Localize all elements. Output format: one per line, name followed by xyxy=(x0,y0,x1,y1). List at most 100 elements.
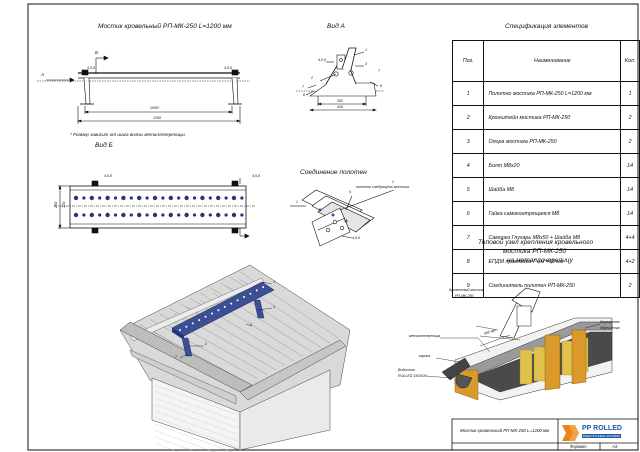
hole-mark xyxy=(249,292,252,295)
insulation-block xyxy=(533,346,547,382)
brick-line xyxy=(154,410,239,442)
hole-mark xyxy=(255,289,258,292)
hole-mark xyxy=(240,213,244,217)
label-sheathing-1: деревянная xyxy=(600,320,620,324)
view-b-drawing xyxy=(54,178,256,239)
spec-header-qty: Кол. xyxy=(620,40,640,82)
hole-mark xyxy=(230,302,233,305)
hole-mark xyxy=(113,196,118,200)
marker-va-456: 4,5,6 xyxy=(318,58,326,62)
hole-mark xyxy=(192,213,197,217)
hole-mark xyxy=(137,212,142,218)
spec-cell-name: ЕПДМ прокладка 7 мм +15 мм xyxy=(483,249,622,274)
spec-cell-qty: 14 xyxy=(620,153,640,178)
marker-b: Б xyxy=(95,50,98,55)
logo-mark-icon xyxy=(562,425,579,441)
spec-cell-pos: 9 xyxy=(451,273,485,298)
marker-roof-2-right: 2 xyxy=(250,323,252,327)
hole-mark xyxy=(137,195,142,201)
tile-line xyxy=(149,319,259,380)
label-gutter-2: ROLLED 150/100 xyxy=(398,374,427,378)
title-block-format-label: Формат xyxy=(570,444,587,449)
marker-roof-2-left: 2 xyxy=(205,342,207,346)
label-metal-tile: металлочерепица xyxy=(409,334,441,338)
marker-joint-9: 9 xyxy=(349,190,351,194)
spec-cell-qty: 14 xyxy=(620,177,640,202)
spec-cell-qty: 4+2 xyxy=(620,249,640,274)
hole-mark xyxy=(216,195,221,201)
spec-cell-pos: 7 xyxy=(451,225,485,250)
hole-mark xyxy=(224,196,228,200)
roof-illustration xyxy=(119,264,351,452)
hole-mark xyxy=(236,299,239,302)
hole-mark xyxy=(145,213,149,217)
insulation-block xyxy=(519,349,533,385)
hole-mark xyxy=(73,212,79,218)
hole-mark xyxy=(217,309,220,312)
hole-mark xyxy=(82,196,86,200)
brick-line xyxy=(154,443,179,452)
spec-cell-name: Шайба М8 xyxy=(483,177,622,202)
dim-1000: 1000* xyxy=(150,106,160,110)
hole-mark xyxy=(82,213,86,217)
spec-header-pos: Поз. xyxy=(451,40,485,82)
title-block-format-value: А3 xyxy=(612,444,618,449)
hole-mark xyxy=(89,195,95,201)
hole-mark xyxy=(177,213,181,217)
hole-mark xyxy=(168,212,173,218)
marker-main-456-left: 4,5,6 xyxy=(87,66,95,70)
brick-line xyxy=(154,436,197,452)
spec-cell-qty: 2 xyxy=(620,105,640,130)
logo-subtext: ВОДОСТОЧНЫЕ СИСТЕМЫ xyxy=(582,433,621,438)
logo-text: PP ROLLED xyxy=(582,425,622,432)
spec-cell-name: Саморез Глухарь М8х50 + Шайба М8 xyxy=(483,225,622,250)
marker-va-3: 3 xyxy=(365,62,367,66)
spec-cell-qty: 4+4 xyxy=(620,225,640,250)
hole-mark xyxy=(145,196,149,200)
tile-line xyxy=(189,298,295,362)
hole-mark xyxy=(98,213,102,217)
marker-va-7-right: 7 xyxy=(378,69,380,73)
spec-cell-pos: 1 xyxy=(451,81,485,106)
label-gutter-1: Водосток xyxy=(398,368,415,372)
spec-cell-qty: 2 xyxy=(620,273,640,298)
tile-line xyxy=(199,292,304,357)
marker-va-2: 2 xyxy=(311,76,313,80)
note-size: * Размер зависит от шага волны металлоче… xyxy=(70,132,185,137)
hole-mark xyxy=(223,305,226,308)
title-block-frame xyxy=(451,418,639,451)
title-joint: Соединение полотен xyxy=(300,169,367,176)
node-section xyxy=(425,287,613,401)
spec-cell-name: Кронштейн мостика РП-МК-250 xyxy=(483,105,622,130)
spec-cell-name: Болт М8х20 xyxy=(483,153,622,178)
dim-1200: 1200 xyxy=(153,116,161,120)
view-a-drawing xyxy=(296,47,384,112)
spec-header-name: Наименование xyxy=(483,40,622,82)
marker-va-7-left: 7 xyxy=(302,85,304,89)
hole-mark xyxy=(200,195,205,201)
title-block-name: Мостик кровельный РП-МК-250 L=1200 мм xyxy=(460,428,550,433)
marker-va-1: 1 xyxy=(365,48,367,52)
spec-cell-pos: 2 xyxy=(451,105,485,130)
spec-cell-name: Опора мостика РП-МК-250 xyxy=(483,129,622,154)
view-b-holes-top xyxy=(73,195,244,201)
hole-mark xyxy=(105,195,110,201)
spec-cell-qty: 14 xyxy=(620,201,640,226)
marker-joint-456: 4,5,6 xyxy=(352,236,360,240)
hole-mark xyxy=(200,212,205,218)
hole-mark xyxy=(184,195,189,201)
hole-mark xyxy=(240,196,244,200)
brick-line xyxy=(154,404,239,435)
brick-line xyxy=(154,384,239,416)
hole-mark xyxy=(204,315,207,318)
hole-mark xyxy=(121,212,126,218)
marker-roof-1: 1 xyxy=(273,280,275,284)
hole-mark xyxy=(231,212,237,218)
company-logo: PP ROLLED ВОДОСТОЧНЫЕ СИСТЕМЫ xyxy=(560,421,638,443)
title-view-a: Вид А xyxy=(327,23,345,30)
